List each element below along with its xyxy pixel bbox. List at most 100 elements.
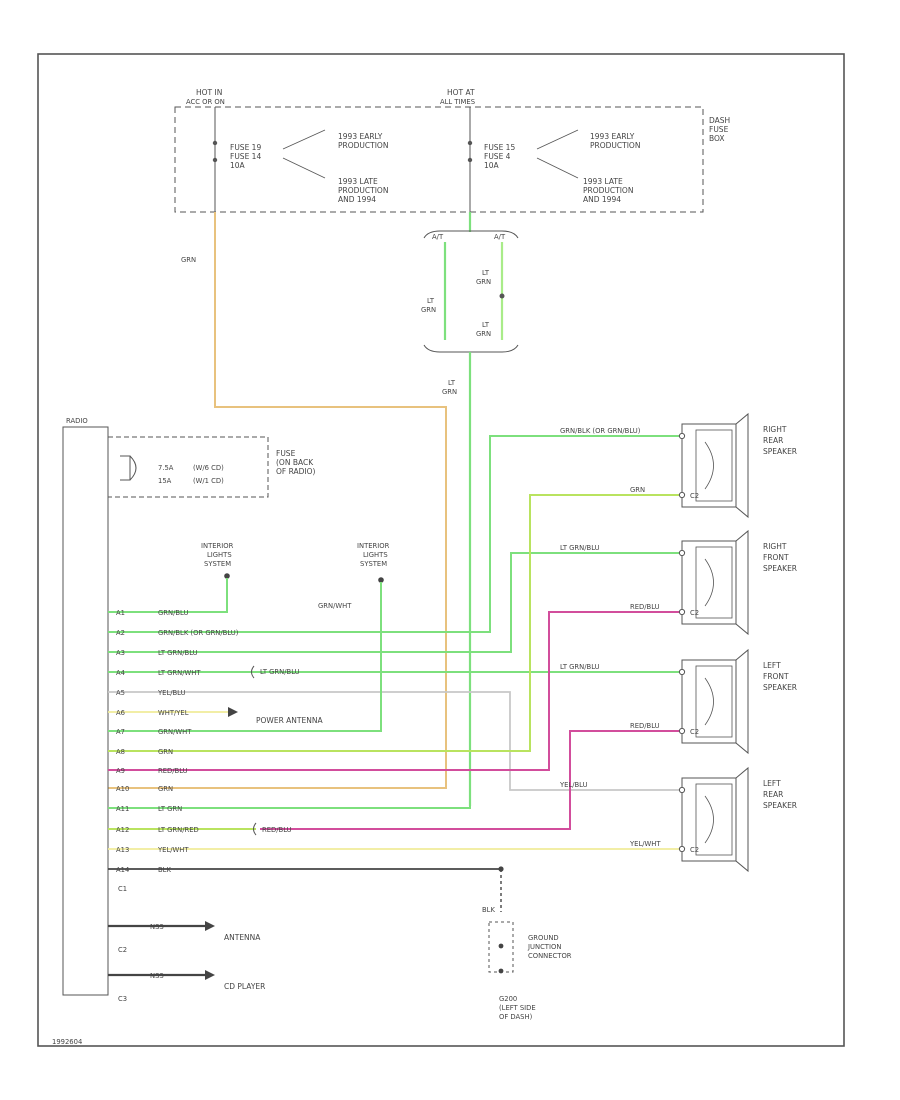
speaker-wire-minus-label: YEL/WHT (629, 840, 661, 848)
speaker-name-line: REAR (763, 436, 783, 445)
speaker-coil (695, 665, 733, 738)
speaker-wire-plus-label: LT GRN/BLU (560, 544, 600, 552)
ground-location-line-2: (LEFT SIDE (499, 1004, 536, 1012)
wire-a2 (108, 435, 682, 633)
splice-bracket-bottom (423, 344, 519, 353)
wire-c2-arrow (205, 921, 215, 931)
radio-pin-number: A13 (116, 846, 129, 854)
speaker-wire-minus-label: GRN (630, 486, 645, 494)
radio-fuse-label-3: OF RADIO) (276, 467, 316, 476)
right-note-pointer-top (536, 129, 579, 150)
radio-pin-number: A10 (116, 785, 129, 793)
left-note-bottom-2: PRODUCTION (338, 186, 388, 195)
speaker-cone-icon (735, 412, 749, 519)
radio-fuse-label-1: FUSE (276, 449, 296, 458)
radio-pin-number: A1 (116, 609, 125, 617)
wire-a11 (108, 806, 471, 809)
antenna-label: ANTENNA (224, 933, 261, 942)
speaker-terminal-plus (678, 786, 686, 794)
interior-lights-2-connector (378, 577, 384, 583)
radio-pin-number: A2 (116, 629, 125, 637)
speaker-coil-curve (704, 558, 714, 607)
wire-grn-tan (108, 212, 447, 789)
left-fuse-line-1: FUSE 19 (230, 143, 261, 152)
speaker-cone-icon (735, 648, 749, 755)
right-note-bottom-2: PRODUCTION (583, 186, 633, 195)
radio-pin-number: A8 (116, 748, 125, 756)
ground-junction-line-2: JUNCTION (527, 943, 561, 951)
right-fuse-terminal-bottom (467, 157, 473, 163)
interior-lights-2-line-1: INTERIOR (357, 542, 390, 550)
diagram-frame (37, 53, 845, 1047)
a4-splice-wire-label: LT GRN/BLU (260, 668, 300, 676)
radio-pin-wire-color: YEL/WHT (157, 846, 189, 854)
radio-pin-wire-color: BLK (158, 866, 171, 874)
speaker-cone-icon (735, 766, 749, 873)
radio-pin-wire-color: RED/BLU (158, 767, 188, 775)
ground-junction-pin-1 (498, 943, 504, 949)
wire-a3 (108, 552, 682, 653)
radio-fuse-value-2: 15A (158, 477, 172, 485)
speaker-pin-label: C2 (690, 609, 699, 617)
speaker-coil-curve (704, 441, 714, 490)
power-antenna-label: POWER ANTENNA (256, 716, 323, 725)
radio-pin-wire-color: GRN/WHT (158, 728, 192, 736)
splice-label-left: A/T (432, 233, 444, 241)
speaker-wire-plus-label: YEL/BLU (559, 781, 588, 789)
c2-wire-label: NSS (150, 923, 164, 931)
hot-left-label-1: HOT IN (196, 88, 222, 97)
interior-lights-1-connector (224, 573, 230, 579)
left-fuse-line-3: 10A (230, 161, 246, 170)
left-note-bottom-1: 1993 LATE (338, 177, 378, 186)
radio-pin-wire-color: LT GRN/WHT (158, 669, 201, 677)
speaker-coil (695, 429, 733, 502)
wire-a9 (108, 611, 682, 771)
wire-label-lt-grn-left-2: GRN (421, 306, 436, 314)
left-note-bottom-3: AND 1994 (338, 195, 376, 204)
right-fuse-line-2: FUSE 4 (484, 152, 511, 161)
right-note-pointer-bottom (536, 157, 579, 179)
speaker-wire-minus-label: RED/BLU (630, 722, 660, 730)
speaker-terminal-plus (678, 432, 686, 440)
connector-c2: C2 (118, 946, 127, 954)
speaker-name-line: SPEAKER (763, 801, 797, 810)
radio-pin-wire-color: GRN (158, 748, 173, 756)
speaker-wire-plus-label: GRN/BLK (OR GRN/BLU) (560, 427, 641, 435)
speaker-coil (695, 546, 733, 619)
radio-pin-number: A6 (116, 709, 125, 717)
ground-junction-line-3: CONNECTOR (528, 952, 572, 960)
left-fuse-terminal-top (212, 140, 218, 146)
a12-splice-wire-label: RED/BLU (262, 826, 292, 834)
wire-label-lt-grn-down-2: GRN (442, 388, 457, 396)
radio-pin-wire-color: LT GRN (158, 805, 182, 813)
left-note-top-1: 1993 EARLY (338, 132, 383, 141)
radio-pin-wire-color: WHT/YEL (158, 709, 189, 717)
speaker-name-line: LEFT (763, 779, 781, 788)
wire-label-grn-top: GRN (181, 256, 196, 264)
speaker-name-line: SPEAKER (763, 683, 797, 692)
interior-lights-2-line-3: SYSTEM (360, 560, 387, 568)
speaker-name-line: SPEAKER (763, 564, 797, 573)
speaker-wire-minus-label: RED/BLU (630, 603, 660, 611)
speaker-coil (695, 783, 733, 856)
radio-pin-number: A5 (116, 689, 125, 697)
left-note-top-2: PRODUCTION (338, 141, 388, 150)
speaker-name-line: LEFT (763, 661, 781, 670)
radio-fuse-switch (129, 455, 137, 481)
splice-bracket-top (423, 230, 519, 239)
c3-wire-label: NSS (150, 972, 164, 980)
wire-label-lt-grn-down-1: LT (448, 379, 456, 387)
fuse-box-label-3: BOX (709, 134, 725, 143)
wire-label-lt-grn-right1-1: LT (482, 269, 490, 277)
speaker-name-line: FRONT (763, 553, 789, 562)
wire-label-lt-grn-right1-2: GRN (476, 278, 491, 286)
splice-dot (499, 293, 505, 299)
wire-label-lt-grn-right2-2: GRN (476, 330, 491, 338)
hot-right-label-1: HOT AT (447, 88, 475, 97)
speaker-cone-icon (735, 529, 749, 636)
speaker-coil-curve (704, 677, 714, 726)
wire-a12b (260, 730, 682, 830)
wire-a8 (108, 494, 682, 752)
